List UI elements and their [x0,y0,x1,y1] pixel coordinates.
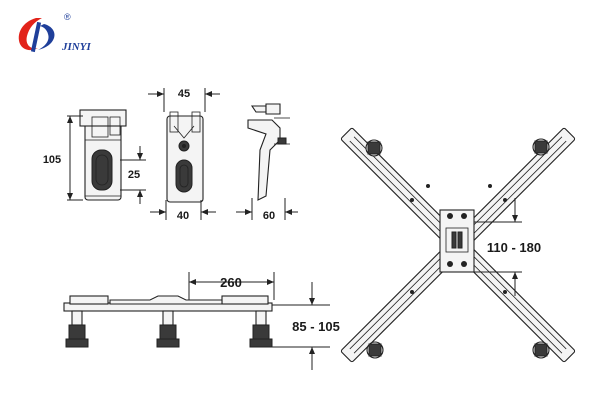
logo-swoosh-blue [38,24,55,50]
dim-hook-depth: 60 [236,198,298,222]
dim-label-45: 45 [178,88,190,100]
cross-foot-top-left [365,139,383,157]
leg-middle [156,310,180,348]
logo-swoosh-red [18,18,42,51]
dim-label-110-180: 110 - 180 [487,240,541,255]
dim-frame-span: 260 [188,272,275,300]
bracket-side-view [166,111,204,203]
dim-label-105: 105 [43,154,61,166]
logo-bar [30,21,42,53]
leg-right [249,310,273,348]
cross-foot-bottom-right [532,341,550,359]
dim-label-260: 260 [220,275,242,290]
dim-label-60: 60 [263,210,275,222]
dim-label-85-105: 85 - 105 [292,319,340,334]
cross-foot-bottom-left [366,341,384,359]
frame-side-view [63,295,273,348]
leg-left [65,310,89,348]
dim-bracket-top-width: 45 [148,88,220,112]
dim-label-25: 25 [128,169,140,181]
jinyi-logo: JINYI ® [18,12,91,53]
logo-registered-mark: ® [64,12,71,22]
dim-slot-height: 25 [120,146,146,204]
logo-text: JINYI [61,41,91,53]
dim-bracket-bottom-width: 40 [150,200,216,222]
hook-profile-view [247,103,290,201]
dim-cross-center: 110 - 180 [474,198,541,296]
bracket-front-view [79,109,127,201]
cross-frame-top-view [340,127,576,363]
cross-foot-top-right [532,138,550,156]
dim-leg-height: 85 - 105 [272,282,340,370]
dim-bracket-height: 105 [43,115,83,201]
dim-label-40: 40 [177,210,189,222]
